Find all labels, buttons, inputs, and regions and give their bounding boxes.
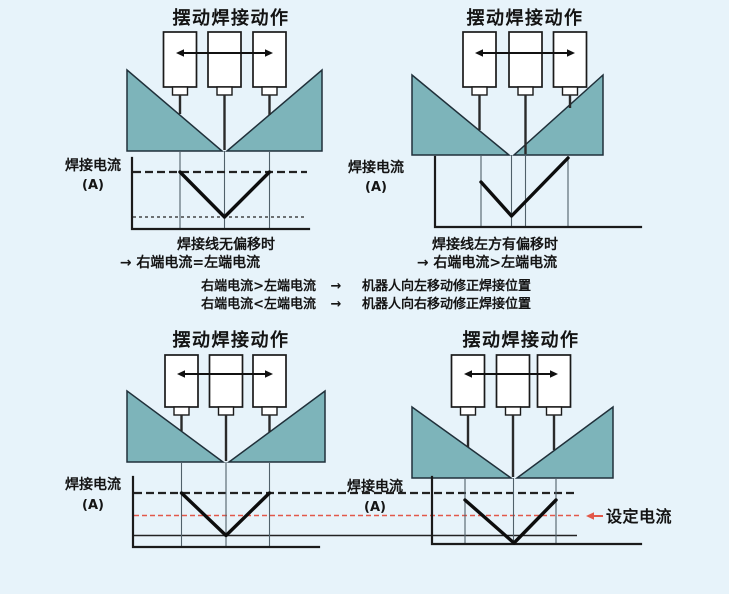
weave-arrow-right-icon bbox=[550, 370, 558, 378]
torch-body-left bbox=[450, 354, 486, 408]
set-current-label: 设定电流 bbox=[606, 507, 672, 526]
weave-arrow-right-icon bbox=[265, 370, 273, 378]
correction-rules: 右端电流>左端电流 → 机器人向左移动修正焊接位置 右端电流<左端电流 → 机器… bbox=[200, 278, 531, 312]
weave-arrow-left-icon bbox=[464, 370, 472, 378]
y-axis-unit: (A) bbox=[365, 180, 387, 195]
groove-left-plate bbox=[411, 405, 514, 479]
torch-body-right bbox=[552, 31, 588, 88]
torch-body-left bbox=[162, 31, 198, 88]
groove-right-plate bbox=[224, 68, 323, 152]
torch-nozzle-right bbox=[545, 406, 563, 416]
current-waveform bbox=[178, 170, 272, 219]
torch-body-center bbox=[495, 354, 531, 408]
groove-left-plate bbox=[411, 73, 512, 156]
groove-right-plate bbox=[514, 405, 614, 479]
rule2-arrow-icon: → bbox=[331, 297, 342, 312]
y-axis-label: 焊接电流 bbox=[65, 157, 121, 174]
torch-body-left bbox=[164, 354, 199, 408]
weave-arrow-left-icon bbox=[475, 49, 483, 57]
torch-body-center bbox=[508, 31, 543, 88]
panel-title: 摆动焊接动作 bbox=[463, 329, 580, 351]
torch-body-center bbox=[207, 31, 242, 88]
y-axis-label: 焊接电流 bbox=[65, 476, 121, 493]
caption-line1: 焊接线无偏移时 bbox=[177, 236, 275, 253]
y-axis-label: 焊接电流 bbox=[347, 478, 403, 495]
torch-nozzle-left bbox=[471, 86, 488, 96]
current-waveform bbox=[463, 498, 558, 545]
set-current-arrow-icon bbox=[586, 512, 594, 520]
panel-title: 摆动焊接动作 bbox=[173, 7, 290, 29]
torch-nozzle-center bbox=[517, 86, 534, 96]
torch-nozzle-right bbox=[561, 86, 579, 96]
weave-arrow-left-icon bbox=[176, 49, 184, 57]
torch-nozzle-left bbox=[171, 86, 189, 96]
panel-top-left: 摆动焊接动作 焊接电流 (A) 焊接线无偏移时 → 右端电流=左端电流 bbox=[65, 7, 323, 271]
panel-top-right: 摆动焊接动作 焊接电流 (A) 焊接线左方有偏移时 → 右端电流>左端电流 bbox=[348, 7, 643, 271]
y-axis-unit: (A) bbox=[82, 498, 104, 513]
torch-nozzle-left bbox=[459, 406, 477, 416]
groove-right-plate bbox=[226, 389, 326, 463]
rule2-action: 机器人向右移动修正焊接位置 bbox=[362, 296, 531, 312]
y-axis-label: 焊接电流 bbox=[348, 159, 404, 176]
panel-title: 摆动焊接动作 bbox=[467, 7, 584, 29]
rule1-condition: 右端电流>左端电流 bbox=[200, 278, 316, 294]
weave-arrow-right-icon bbox=[567, 49, 575, 57]
panel-bottom-left: 摆动焊接动作 焊接电流 (A) bbox=[65, 329, 326, 549]
rule1-action: 机器人向左移动修正焊接位置 bbox=[362, 278, 531, 294]
torch-body-right bbox=[252, 31, 287, 88]
y-axis-unit: (A) bbox=[364, 500, 386, 515]
torch-nozzle-center bbox=[504, 406, 522, 416]
torch-nozzle-right bbox=[261, 406, 278, 416]
groove-left-plate bbox=[126, 68, 225, 152]
panel-title: 摆动焊接动作 bbox=[173, 329, 290, 351]
torch-body-left bbox=[462, 31, 497, 88]
caption-line2: → 右端电流=左端电流 bbox=[120, 254, 260, 271]
rule2-condition: 右端电流<左端电流 bbox=[200, 296, 316, 312]
torch-nozzle-center bbox=[216, 86, 233, 96]
torch-body-right bbox=[252, 354, 287, 408]
rule1-arrow-icon: → bbox=[331, 279, 342, 294]
current-waveform bbox=[479, 156, 570, 218]
current-plot-axes bbox=[131, 475, 321, 549]
torch-nozzle-left bbox=[173, 406, 190, 416]
y-axis-unit: (A) bbox=[82, 178, 104, 193]
groove-right-plate bbox=[512, 73, 604, 156]
caption-line2: → 右端电流>左端电流 bbox=[417, 254, 557, 271]
current-plot-axes bbox=[130, 156, 311, 231]
set-current-reference: 设定电流 bbox=[134, 491, 672, 537]
torch-body-center bbox=[208, 354, 244, 408]
current-plot-axes bbox=[430, 475, 643, 546]
torch-body-right bbox=[536, 354, 572, 408]
groove-left-plate bbox=[126, 389, 226, 463]
caption-line1: 焊接线左方有偏移时 bbox=[432, 236, 558, 253]
panel-bottom-right: 摆动焊接动作 焊接电流 (A) bbox=[347, 329, 643, 546]
current-plot-axes bbox=[433, 155, 643, 229]
torch-nozzle-center bbox=[217, 406, 235, 416]
weave-arrow-left-icon bbox=[177, 370, 185, 378]
current-waveform bbox=[179, 491, 272, 538]
torch-nozzle-right bbox=[261, 86, 278, 96]
weave-arrow-right-icon bbox=[265, 49, 273, 57]
